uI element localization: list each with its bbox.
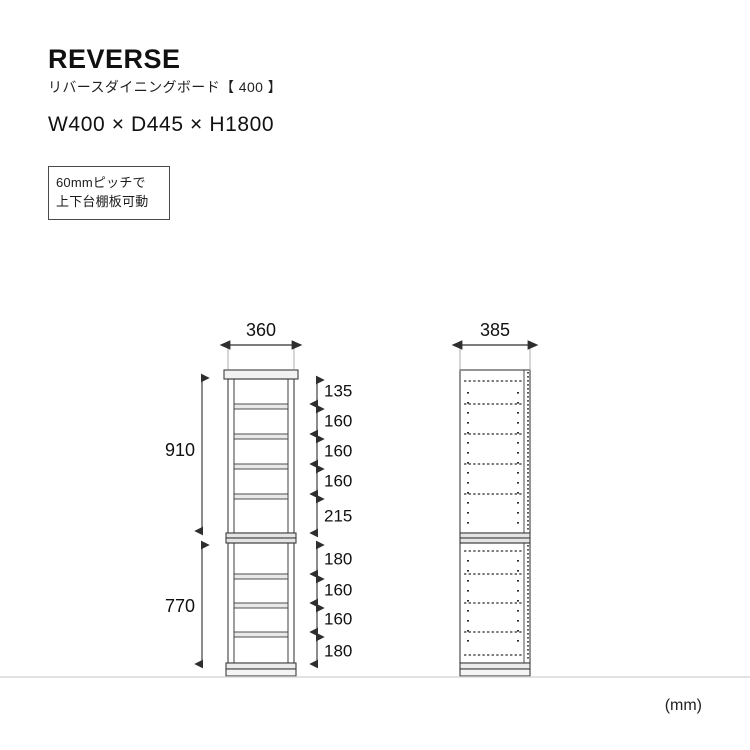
front-lower-shelf-1 bbox=[233, 573, 289, 580]
front-upper-shelf-1 bbox=[233, 403, 289, 410]
front-upper-body bbox=[227, 378, 295, 534]
side-upper-pin-holes bbox=[467, 392, 519, 528]
front-width-dimension: 360 bbox=[219, 320, 303, 371]
front-plinth-upper bbox=[225, 662, 297, 670]
front-view-group bbox=[223, 369, 299, 677]
front-upper-shelf-3 bbox=[233, 463, 289, 470]
front-mid-divider-top bbox=[225, 532, 297, 539]
feature-badge-line-2: 上下台棚板可動 bbox=[56, 194, 149, 209]
side-plinth-upper bbox=[459, 662, 531, 670]
upper-comp-2-label: 160 bbox=[324, 411, 352, 430]
lower-comp-1-label: 180 bbox=[324, 549, 352, 568]
lower-comp-2-label: 160 bbox=[324, 580, 352, 599]
upper-comp-3-label: 160 bbox=[324, 441, 352, 460]
side-mid-divider-bottom bbox=[459, 537, 531, 544]
feature-badge: 60mmピッチで 上下台棚板可動 bbox=[48, 166, 170, 220]
side-view-group bbox=[459, 369, 531, 677]
product-brand-title: REVERSE bbox=[48, 44, 181, 74]
side-mid-divider-top bbox=[459, 532, 531, 539]
side-upper-body bbox=[459, 369, 531, 534]
front-mid-divider-bottom bbox=[225, 537, 297, 544]
lower-compartment-dimensions: 180 160 160 180 bbox=[309, 540, 352, 669]
lower-comp-3-label: 160 bbox=[324, 609, 352, 628]
feature-badge-line-1: 60mmピッチで bbox=[56, 175, 146, 191]
front-total-dimensions: 910 770 bbox=[165, 373, 210, 669]
front-lower-shelf-2 bbox=[233, 602, 289, 609]
side-depth-dimension: 385 bbox=[451, 320, 539, 371]
side-plinth-base bbox=[459, 668, 531, 677]
upper-total-label: 910 bbox=[165, 440, 195, 460]
lower-total-label: 770 bbox=[165, 596, 195, 616]
front-upper-shelf-2 bbox=[233, 433, 289, 440]
unit-label: (mm) bbox=[664, 697, 702, 714]
product-subtitle: リバースダイニングボード【 400 】 bbox=[48, 79, 283, 95]
upper-comp-5-label: 215 bbox=[324, 506, 352, 525]
side-depth-label: 385 bbox=[480, 320, 510, 340]
upper-comp-4-label: 160 bbox=[324, 471, 352, 490]
product-dimensions-text: W400 × D445 × H1800 bbox=[48, 113, 275, 136]
front-plinth-base bbox=[225, 668, 297, 677]
lower-comp-4-label: 180 bbox=[324, 641, 352, 660]
front-top-cap bbox=[223, 369, 299, 380]
front-upper-shelf-4 bbox=[233, 493, 289, 500]
upper-comp-1-label: 135 bbox=[324, 381, 352, 400]
upper-compartment-dimensions: 135 160 160 160 215 bbox=[309, 375, 352, 538]
front-lower-shelf-3 bbox=[233, 631, 289, 638]
front-width-label: 360 bbox=[246, 320, 276, 340]
